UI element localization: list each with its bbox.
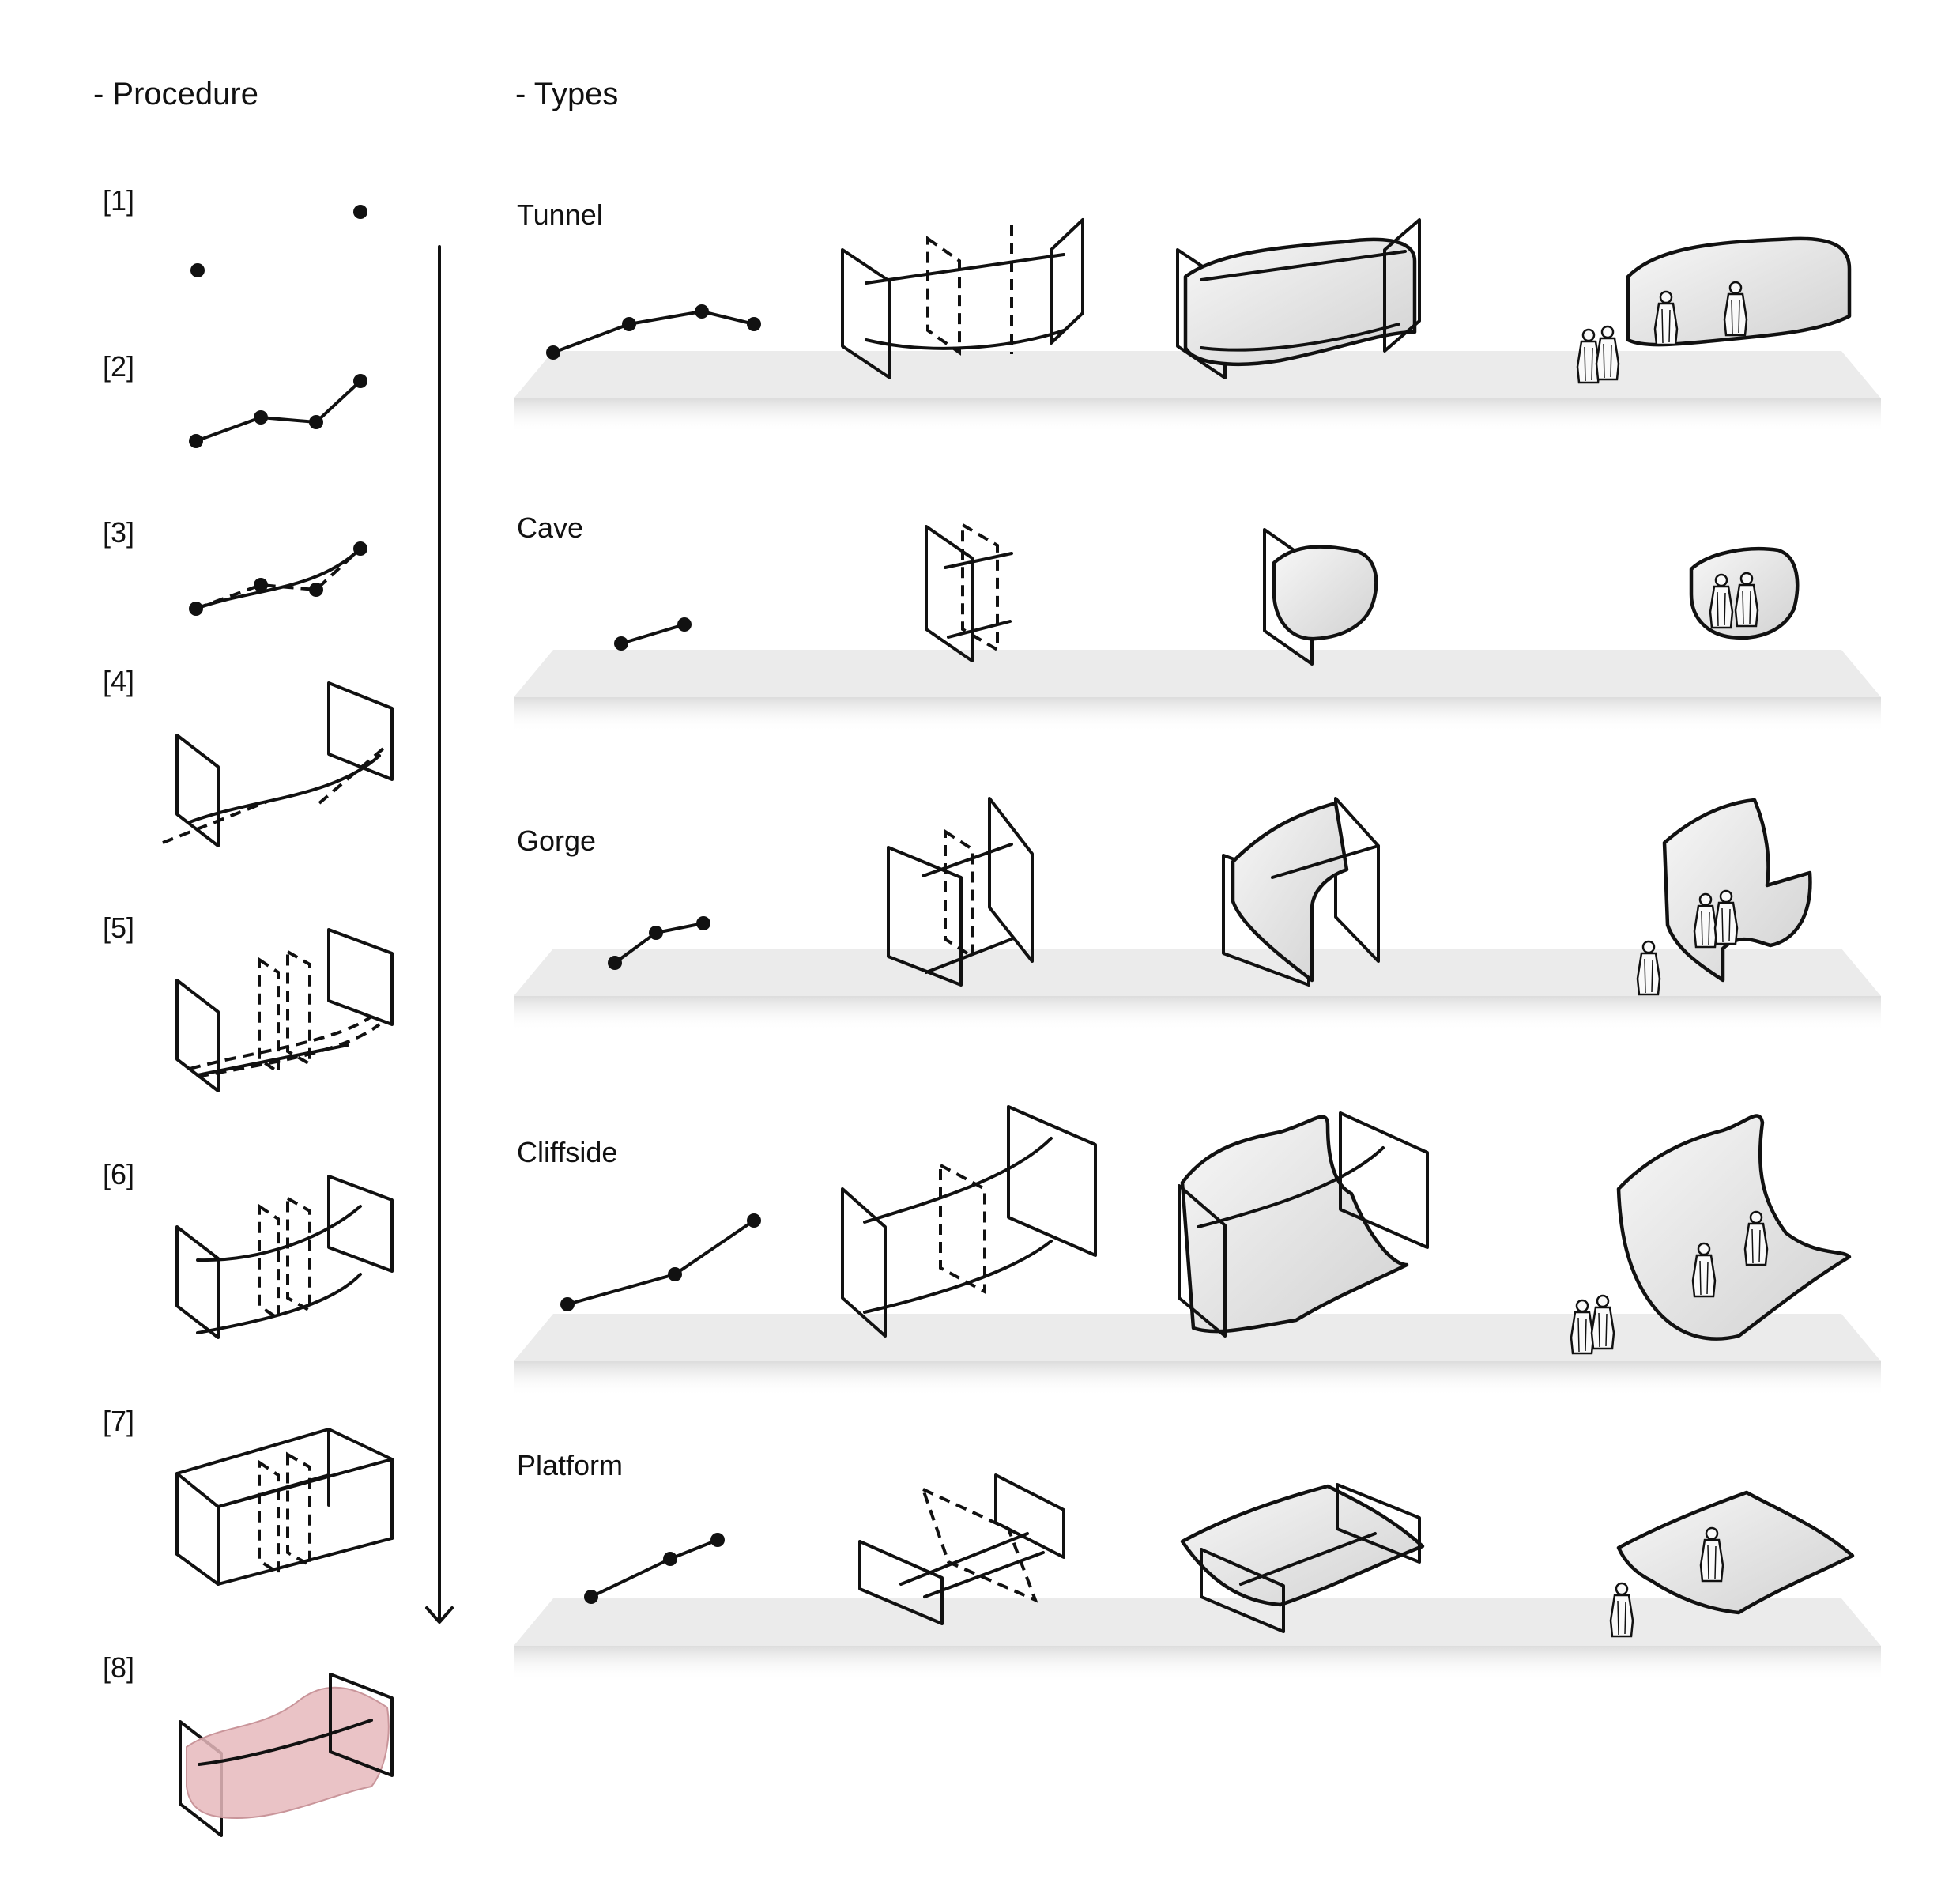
type-label-platform: Platform (517, 1449, 623, 1481)
step-label-6: [6] (103, 1158, 134, 1190)
step-6-guide-curves (175, 1175, 394, 1339)
step-7-volume-frame (175, 1428, 394, 1586)
figure-icon (1595, 325, 1620, 381)
step-label-2: [2] (103, 350, 134, 383)
step-label-4: [4] (103, 665, 134, 697)
platform-path (584, 1533, 725, 1604)
step-2-polyline (189, 374, 368, 448)
step-label-3: [3] (103, 516, 134, 549)
gorge-frames (887, 797, 1034, 987)
step-5-intermediate-frames (175, 928, 394, 1092)
step-label-1: [1] (103, 184, 134, 217)
cave-surface-framed (1263, 528, 1378, 666)
ground-bands (514, 351, 1881, 1681)
figure-icon (1590, 1294, 1615, 1350)
platform-frames (858, 1473, 1065, 1625)
figure-icon (1609, 1582, 1634, 1638)
cave-frames (925, 522, 1013, 662)
step-label-8: [8] (103, 1651, 134, 1684)
cliffside-path (560, 1213, 761, 1311)
procedure-arrow (425, 245, 454, 1624)
step-label-5: [5] (103, 911, 134, 944)
procedure-heading: - Procedure (93, 77, 258, 111)
tunnel-path (546, 304, 761, 360)
gorge-surface-framed (1222, 797, 1380, 987)
type-label-cliffside: Cliffside (517, 1136, 617, 1168)
types-heading: - Types (515, 77, 618, 111)
cliffside-frames (841, 1105, 1097, 1338)
cliffside-surface-framed (1178, 1111, 1429, 1338)
type-label-cave: Cave (517, 511, 583, 544)
cliffside-surface (1616, 1114, 1852, 1341)
type-label-gorge: Gorge (517, 824, 596, 857)
step-1-points (190, 205, 368, 277)
tunnel-surface-framed (1176, 218, 1421, 379)
step-label-7: [7] (103, 1405, 134, 1437)
step-4-end-frames (162, 681, 394, 847)
platform-surface-framed (1180, 1483, 1425, 1633)
gorge-path (608, 916, 710, 970)
type-label-tunnel: Tunnel (517, 198, 603, 231)
figure-icon (1570, 1299, 1595, 1355)
platform-surface (1616, 1490, 1855, 1615)
step-3-curve (189, 541, 368, 616)
figure-icon (1576, 328, 1601, 384)
tunnel-frames (841, 218, 1084, 379)
cave-path (614, 617, 692, 651)
step-8-final-form (179, 1673, 394, 1837)
